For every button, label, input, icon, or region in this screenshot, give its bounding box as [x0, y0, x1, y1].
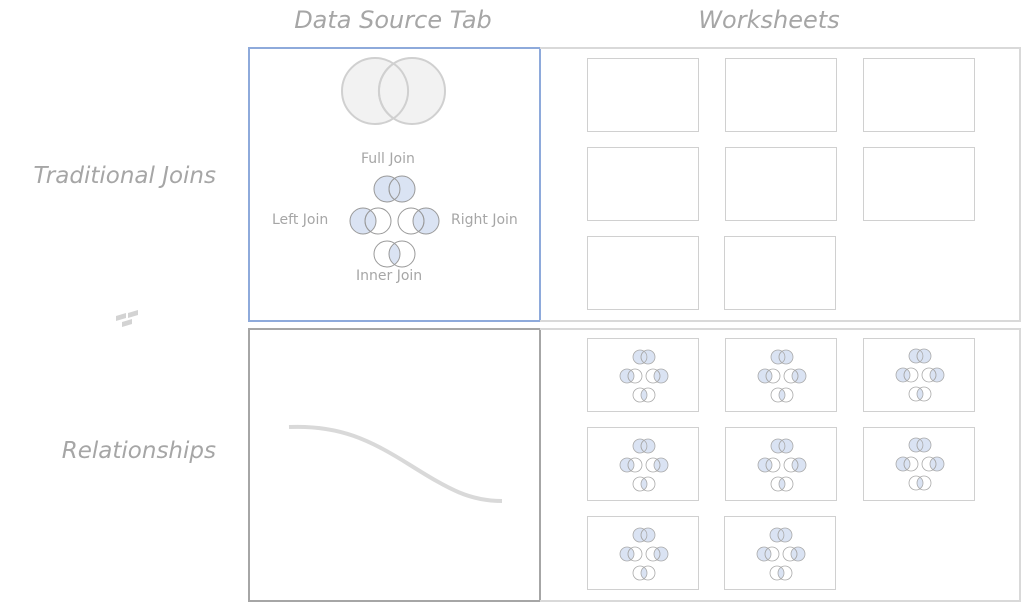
join-types-icon: [895, 437, 945, 491]
data-source-traditional-panel: [248, 47, 541, 322]
column-title-data-source: Data Source Tab: [294, 6, 492, 34]
join-types-icon: [757, 349, 807, 403]
worksheet-thumbnail[interactable]: [587, 516, 699, 590]
squiggle-icon: [116, 310, 138, 327]
row-label-traditional-joins: Traditional Joins: [33, 163, 216, 189]
worksheet-thumbnail[interactable]: [863, 147, 975, 221]
join-types-icon: [757, 438, 807, 492]
join-types-icon: [756, 527, 806, 581]
join-types-icon: [895, 348, 945, 402]
right-join-label: Right Join: [451, 212, 518, 228]
row-label-relationships: Relationships: [61, 438, 216, 464]
inner-join-icon: [373, 240, 416, 268]
left-join-icon: [349, 207, 392, 235]
worksheet-thumbnail[interactable]: [725, 147, 837, 221]
worksheet-thumbnail[interactable]: [587, 427, 699, 501]
worksheet-thumbnail[interactable]: [587, 236, 699, 310]
left-join-label: Left Join: [272, 212, 329, 228]
worksheet-thumbnail[interactable]: [724, 236, 836, 310]
worksheets-traditional-panel: [540, 47, 1021, 322]
join-types-icon: [619, 349, 669, 403]
worksheet-thumbnail[interactable]: [863, 58, 975, 132]
venn-diagram-icon: [341, 57, 446, 125]
data-source-relationships-panel: [248, 328, 541, 602]
worksheet-thumbnail[interactable]: [863, 338, 975, 412]
join-types-icon: [619, 438, 669, 492]
worksheet-thumbnail[interactable]: [725, 58, 837, 132]
inner-join-label: Inner Join: [356, 268, 423, 284]
worksheet-thumbnail[interactable]: [587, 58, 699, 132]
full-join-icon: [373, 175, 416, 203]
noodle-curve-icon: [288, 424, 503, 503]
worksheets-relationships-panel: [540, 328, 1021, 602]
worksheet-thumbnail[interactable]: [725, 427, 837, 501]
worksheet-thumbnail[interactable]: [863, 427, 975, 501]
join-types-icon: [619, 527, 669, 581]
worksheet-thumbnail[interactable]: [587, 338, 699, 412]
join-types-icon: [349, 175, 440, 268]
right-join-icon: [397, 207, 440, 235]
column-title-worksheets: Worksheets: [698, 6, 840, 34]
worksheet-thumbnail[interactable]: [587, 147, 699, 221]
worksheet-thumbnail[interactable]: [724, 516, 836, 590]
full-join-label: Full Join: [361, 151, 415, 167]
worksheet-thumbnail[interactable]: [725, 338, 837, 412]
